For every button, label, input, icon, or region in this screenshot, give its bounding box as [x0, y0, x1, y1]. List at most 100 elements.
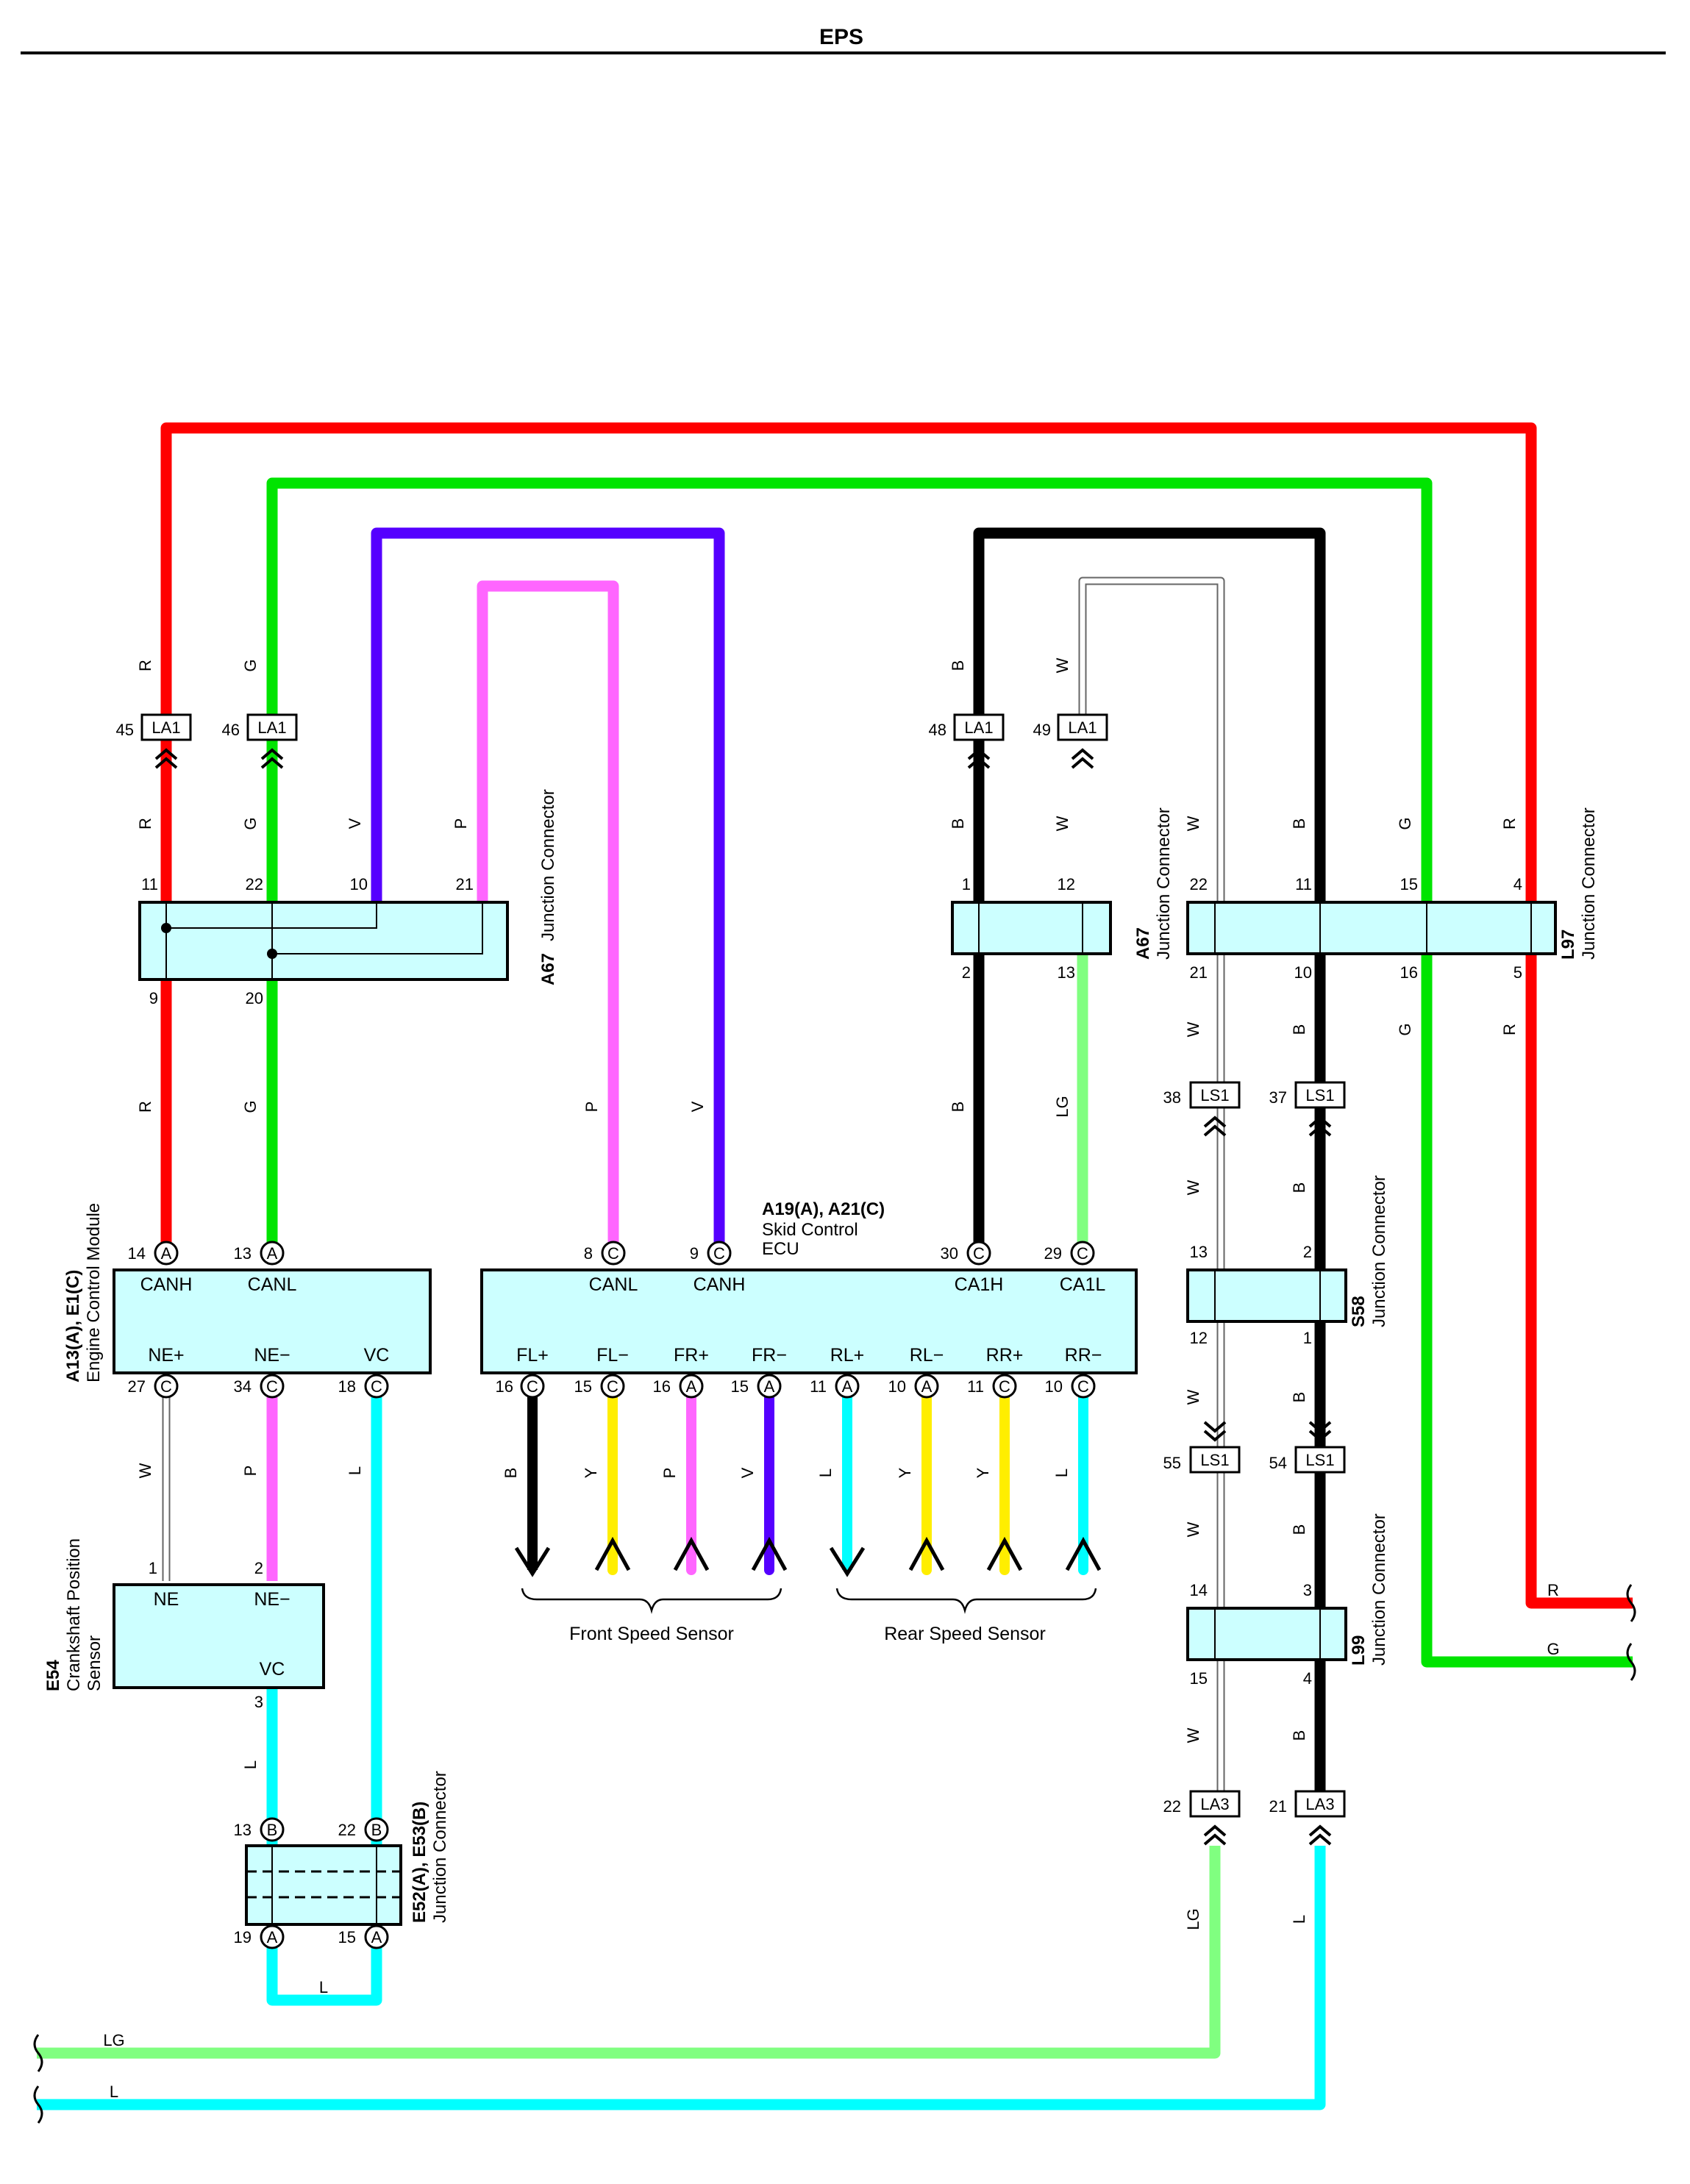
connector-chevron — [1203, 1124, 1227, 1137]
pin-e54-2: 2 — [254, 1559, 263, 1577]
a67-junction-right — [951, 901, 1112, 955]
connector-ls1-5: LS1 — [1294, 1081, 1346, 1137]
wire-code-v-30: W — [1184, 1727, 1202, 1743]
wire-code-v-21: B — [1290, 1024, 1308, 1035]
sensor-arrow-2 — [673, 1536, 710, 1571]
wire-code-v-42: Y — [896, 1467, 914, 1478]
pin-s58-13: 13 — [1190, 1243, 1208, 1261]
e52-junction — [245, 1844, 402, 1926]
pin-letter-a-11: A — [679, 1374, 704, 1399]
connector-label: LA1 — [257, 718, 286, 737]
pin-skid-15a: 15 — [574, 1377, 592, 1396]
pin-letter-c-10: C — [600, 1374, 625, 1399]
pin-letter-b-17: B — [260, 1817, 285, 1842]
pin-skid-30: 30 — [941, 1244, 958, 1263]
wire-code-v-24: W — [1184, 1180, 1202, 1195]
pin-skid-16a: 16 — [496, 1377, 513, 1396]
wire-code-h-2: LG — [103, 2031, 124, 2049]
l99-name-group: L99 Junction Connector — [1349, 1513, 1389, 1666]
connector-label: LA3 — [1200, 1795, 1229, 1813]
wire-lg-bottom — [37, 1846, 1221, 2059]
s58-name: Junction Connector — [1369, 1175, 1389, 1327]
pin-letter: A — [267, 1928, 278, 1946]
pin-e54-3: 3 — [254, 1693, 263, 1711]
skid-flp-label: FL+ — [516, 1345, 549, 1366]
skid-rlp-label: RL+ — [830, 1345, 865, 1366]
pin-la3-21: 21 — [1269, 1797, 1287, 1816]
pin-ls1-54: 54 — [1269, 1454, 1287, 1472]
l97-junction — [1186, 901, 1557, 955]
pin-l97-22: 22 — [1190, 875, 1208, 893]
pin-ls1-37: 37 — [1269, 1088, 1287, 1107]
ecm-canh-label: CANH — [140, 1274, 193, 1295]
pin-letter: C — [266, 1377, 278, 1396]
pin-ecm-13: 13 — [234, 1244, 252, 1263]
a67-left-code: A67 — [538, 953, 558, 985]
wire-code-v-43: Y — [974, 1467, 992, 1478]
ecm-canl-label: CANL — [248, 1274, 297, 1295]
wire-b-ca1h — [973, 527, 1326, 1250]
e54-nem-label: NE− — [254, 1589, 290, 1610]
pin-e54-1: 1 — [149, 1559, 157, 1577]
l99-code: L99 — [1349, 1635, 1369, 1666]
pin-letter-c-8: C — [1070, 1241, 1095, 1266]
wire-code-v-44: L — [1052, 1469, 1071, 1477]
sensor-arrow-0 — [514, 1546, 551, 1577]
pin-letter: C — [713, 1244, 725, 1263]
pin-e52-19: 19 — [234, 1928, 252, 1946]
connector-chevron — [1308, 1833, 1332, 1846]
wire-code-v-0: R — [136, 660, 154, 671]
pin-l99-3: 3 — [1303, 1581, 1312, 1599]
wire-l-vc — [266, 1397, 382, 2006]
ecm-name-group: A13(A), E1(C) Engine Control Module — [63, 1203, 104, 1382]
wire-code-v-20: W — [1184, 1021, 1202, 1037]
wire-code-v-39: P — [660, 1468, 679, 1479]
connector-chevron — [154, 757, 178, 769]
skid-rrp-label: RR+ — [986, 1345, 1024, 1366]
pin-ls1-38: 38 — [1163, 1088, 1181, 1107]
pin-letter: C — [607, 1244, 619, 1263]
wire-code-v-25: B — [1290, 1182, 1308, 1193]
pin-a67-22: 22 — [246, 875, 263, 893]
pin-ecm-18: 18 — [338, 1377, 356, 1396]
e52-name-group: E52(A), E53(B) Junction Connector — [410, 1771, 450, 1923]
sensor-arrow-3 — [751, 1536, 788, 1571]
pin-la1-46: 46 — [222, 721, 240, 739]
pin-ls1-55: 55 — [1163, 1454, 1181, 1472]
pin-l97-5: 5 — [1513, 963, 1522, 982]
ecm-vc-label: VC — [364, 1345, 390, 1366]
pin-l99-15: 15 — [1190, 1669, 1208, 1688]
skid-name-2: ECU — [762, 1239, 799, 1259]
skid-name-1: Skid Control — [762, 1220, 858, 1240]
pin-la3-22: 22 — [1163, 1797, 1181, 1816]
skid-rrm-label: RR− — [1065, 1345, 1102, 1366]
connector-ls1-7: LS1 — [1294, 1421, 1346, 1474]
wire-code-v-27: B — [1290, 1392, 1308, 1403]
connector-ls1-4: LS1 — [1189, 1081, 1241, 1137]
wire-code-v-38: Y — [582, 1467, 600, 1478]
skid-flm-label: FL− — [596, 1345, 629, 1366]
connector-la1-3: LA1 — [1057, 713, 1108, 769]
pin-skid-9: 9 — [690, 1244, 699, 1263]
wire-code-v-17: V — [688, 1101, 707, 1112]
l97-name: Junction Connector — [1579, 807, 1599, 960]
connector-chevron — [1203, 1824, 1227, 1837]
pin-letter: C — [527, 1377, 538, 1396]
a67-left-name-group: A67 Junction Connector — [538, 789, 558, 985]
connector-chevron — [1203, 1116, 1227, 1128]
wire-g-canl — [266, 477, 1633, 1668]
ecm-name: Engine Control Module — [84, 1203, 104, 1382]
pin-l97-10: 10 — [1294, 963, 1312, 982]
pin-letter-c-5: C — [601, 1241, 626, 1266]
connector-label: LA1 — [1068, 718, 1097, 737]
pin-s58-12: 12 — [1190, 1329, 1208, 1347]
pin-ecm-14: 14 — [128, 1244, 146, 1263]
pin-letter: C — [160, 1377, 172, 1396]
sensor-arrow-6 — [986, 1536, 1023, 1571]
pin-a67-12: 12 — [1058, 875, 1075, 893]
wire-code-v-11: B — [1290, 818, 1308, 829]
wire-code-v-1: G — [241, 659, 260, 671]
